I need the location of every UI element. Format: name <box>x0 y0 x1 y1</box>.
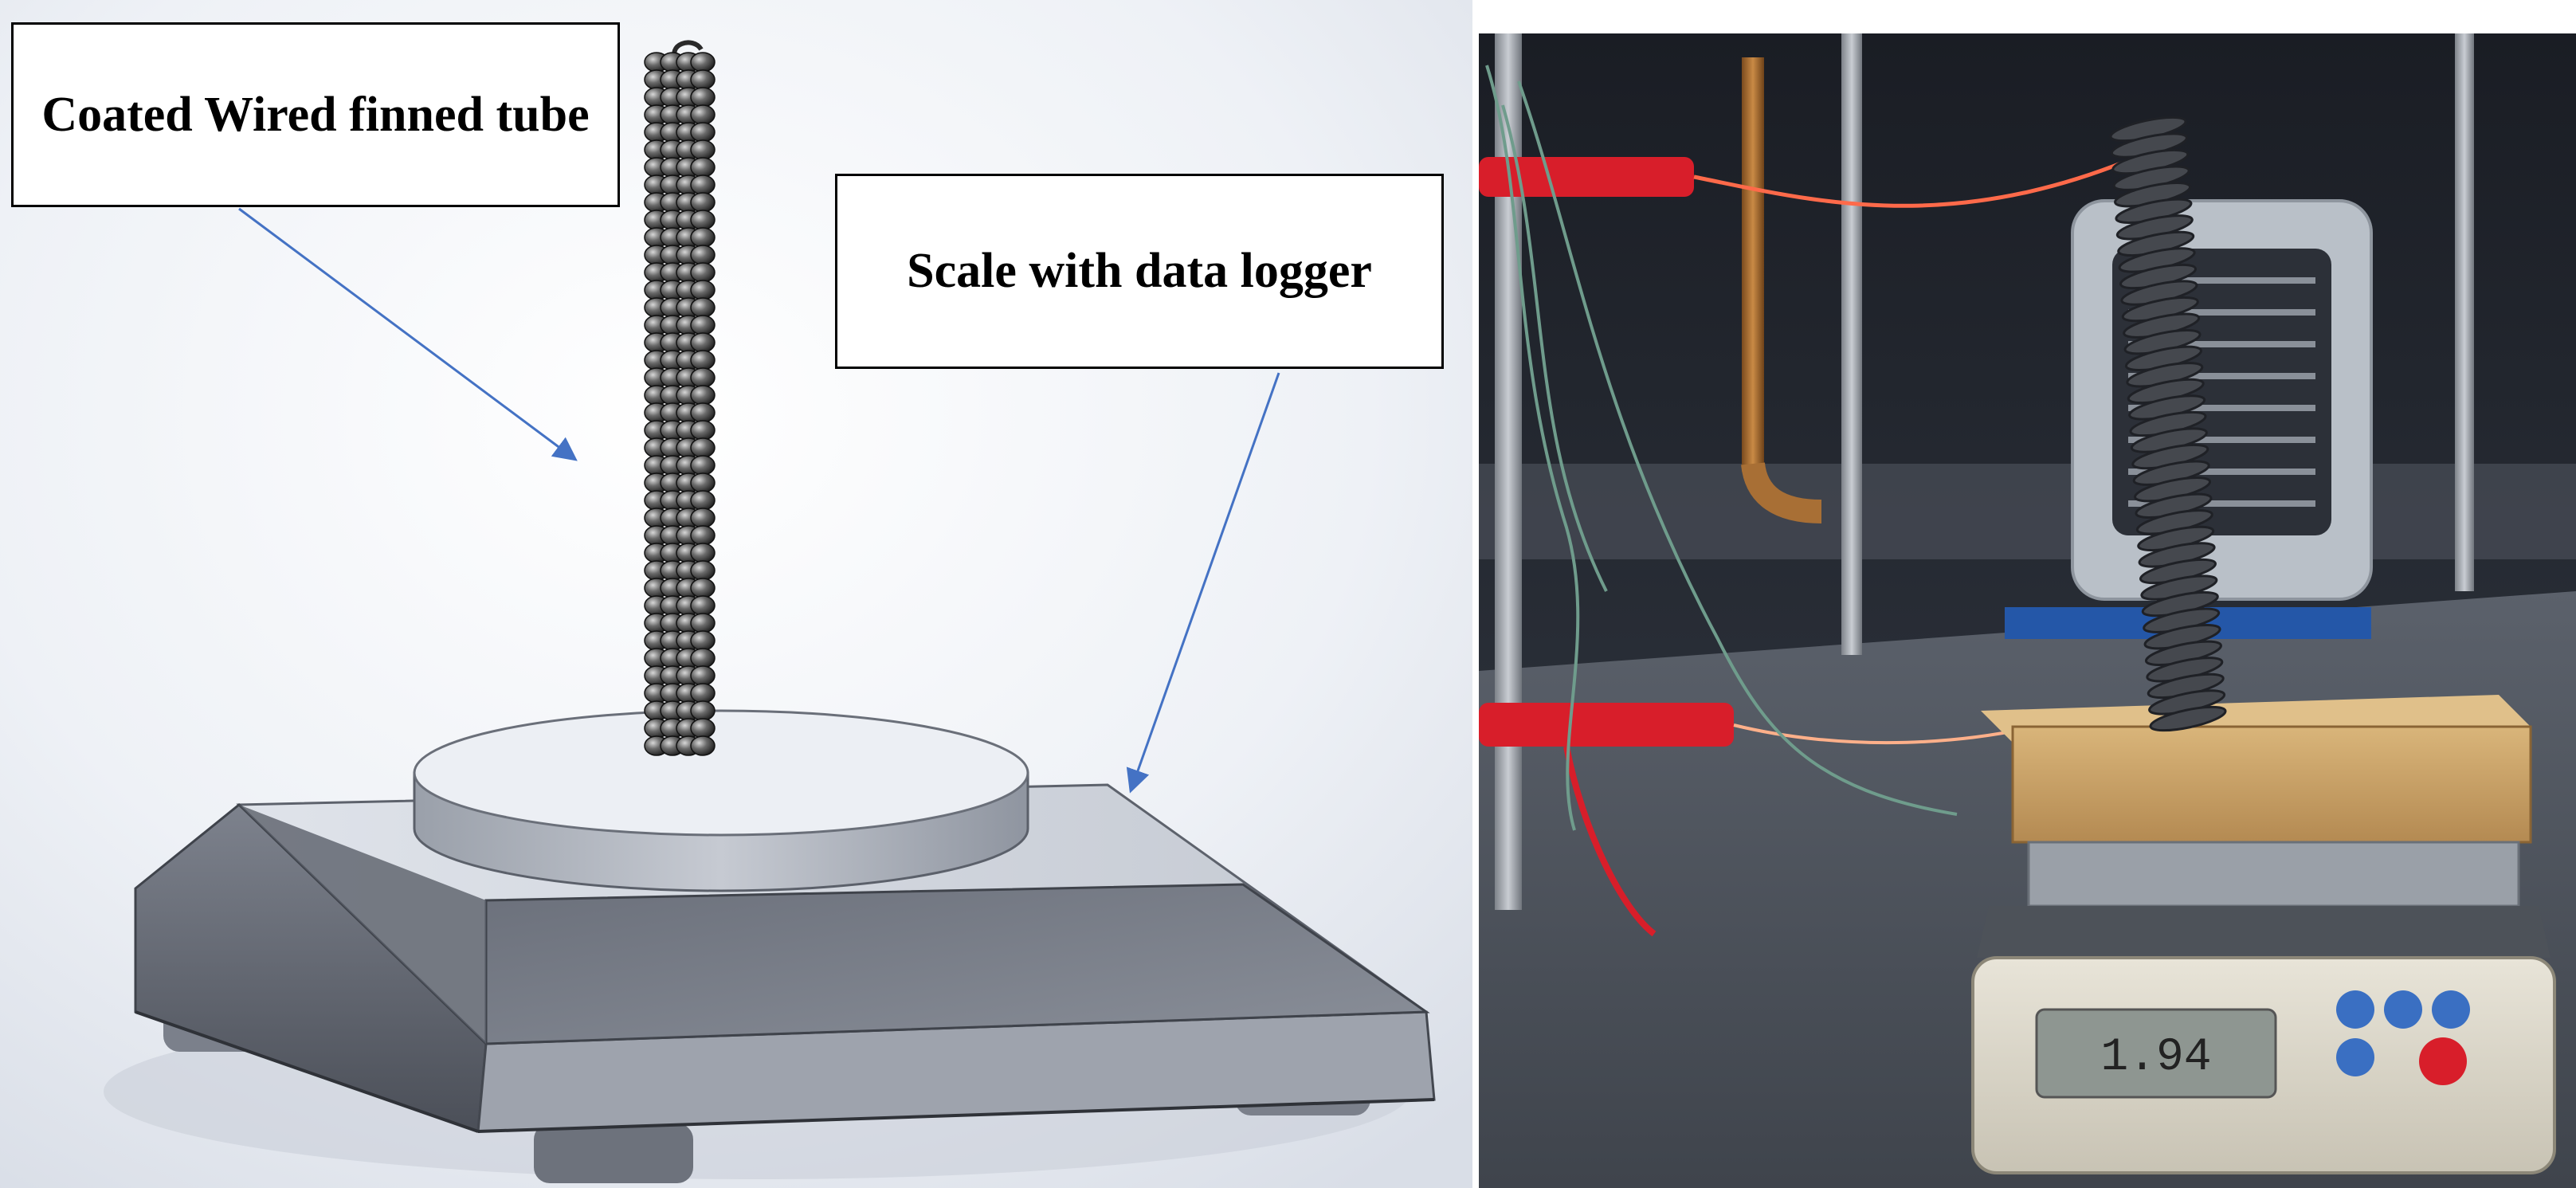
tube-coil-bead <box>690 437 716 458</box>
tube-coil-bead <box>690 525 716 546</box>
tube-coil-bead <box>690 402 716 423</box>
tube-coil-bead <box>690 700 716 721</box>
tube-coil-bead <box>690 350 716 371</box>
tube-coil-bead <box>690 735 716 756</box>
tube-coil-bead <box>690 174 716 195</box>
finned-tube-photo <box>2109 116 2227 732</box>
tube-coil-bead <box>690 210 716 230</box>
weighing-plate <box>413 709 1029 892</box>
tube-label: Coated Wired finned tube <box>41 87 590 142</box>
tube-coil-bead <box>690 367 716 388</box>
red-clips <box>1479 143 2166 937</box>
tube-coil-bead <box>690 472 716 493</box>
tube-coil-bead <box>690 192 716 213</box>
tube-coil-bead <box>690 262 716 283</box>
experiment-photo: 1.94 <box>1479 33 2576 1188</box>
tube-coil-bead <box>690 630 716 651</box>
tube-coil-bead <box>690 122 716 143</box>
tube-coil-bead <box>690 613 716 633</box>
back-shelf <box>1479 464 2576 559</box>
tube-coil-bead <box>690 315 716 335</box>
tube-coil-bead <box>690 455 716 476</box>
tube-coil-bead <box>690 508 716 528</box>
scale-label: Scale with data logger <box>907 244 1372 298</box>
finned-tube <box>644 40 716 756</box>
scale-display <box>2035 1008 2277 1099</box>
scale-callout: Scale with data logger <box>835 174 1444 369</box>
tube-callout: Coated Wired finned tube <box>11 22 620 207</box>
tube-coil-bead <box>690 543 716 563</box>
tube-coil-bead <box>690 245 716 265</box>
tube-coil-bead <box>690 718 716 739</box>
stand-rod-middle <box>1841 33 1862 655</box>
tube-coil-bead <box>690 87 716 108</box>
wood-block <box>1981 695 2532 844</box>
tube-coil-bead <box>690 157 716 178</box>
copper-elbow <box>1741 461 1822 523</box>
tube-coil-bead <box>690 104 716 125</box>
scale-display-reading: 1.94 <box>2100 1032 2211 1084</box>
tube-coil-bead <box>690 490 716 511</box>
tube-coil-bead <box>690 560 716 581</box>
tube-coil-bead <box>690 665 716 686</box>
arrow-down-left-icon <box>1126 372 1280 794</box>
tube-coil-bead <box>690 280 716 300</box>
stand-rod-right <box>2455 33 2474 591</box>
thermocouple-wires <box>1485 65 1958 831</box>
tube-coil-bead <box>690 683 716 704</box>
experiment-photo-panel: 1.94 <box>1479 33 2576 1188</box>
tube-coil-bead <box>690 52 716 73</box>
tube-coil-bead <box>690 227 716 248</box>
tube-coil-bead <box>690 332 716 353</box>
tube-coil-bead <box>690 578 716 598</box>
photo-tube-fin <box>2149 705 2227 732</box>
tube-coil-bead <box>690 648 716 668</box>
tube-coil-bead <box>690 420 716 441</box>
tube-coil-bead <box>690 297 716 318</box>
arrow-down-right-icon <box>238 207 578 461</box>
digital-scale: 1.94 <box>1971 841 2556 1174</box>
cad-render-panel: Coated Wired finned tube Scale with data… <box>0 0 1472 1188</box>
tube-coil-bead <box>690 69 716 90</box>
tube-coil-bead <box>690 139 716 160</box>
tube-coil-bead <box>690 595 716 616</box>
copper-pipe <box>1742 57 1764 472</box>
tube-coil-bead <box>690 385 716 406</box>
